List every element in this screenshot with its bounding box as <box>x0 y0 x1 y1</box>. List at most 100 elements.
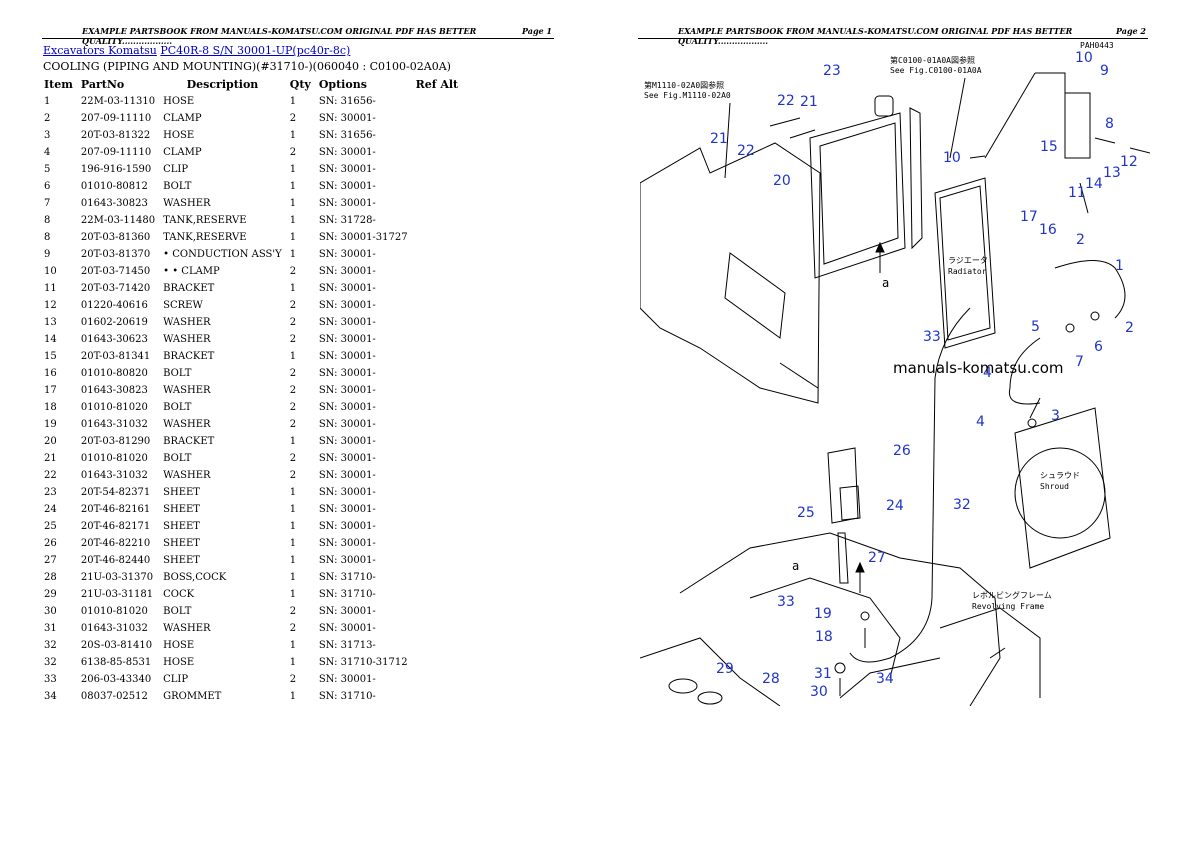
cell-refalt <box>412 399 463 416</box>
cell-description: CLIP <box>163 164 189 175</box>
cell-qty: 2 <box>289 453 297 464</box>
cell-partno: 01643-31032 <box>80 623 148 634</box>
cell-qty: 1 <box>289 96 297 107</box>
callout-number: 32 <box>953 497 971 513</box>
cell-qty: 1 <box>289 572 297 583</box>
cell-partno: 21U-03-31370 <box>80 572 154 583</box>
cell-description: BOLT <box>163 402 192 413</box>
cell-options: SN: 31713- <box>318 640 376 651</box>
cell-refalt <box>412 620 463 637</box>
cell-description: SHEET <box>163 521 200 532</box>
cell-options: SN: 30001- <box>318 385 376 396</box>
cell-refalt <box>412 671 463 688</box>
cell-item: 30 <box>44 606 57 617</box>
cell-description: WASHER <box>163 317 211 328</box>
cell-refalt <box>412 467 463 484</box>
cell-description: BOLT <box>163 181 192 192</box>
cell-qty: 2 <box>289 368 297 379</box>
callout-number: 9 <box>1100 63 1109 79</box>
cell-options: SN: 30001- <box>318 453 376 464</box>
cell-qty: 1 <box>289 198 297 209</box>
cell-refalt <box>412 127 463 144</box>
cell-qty: 1 <box>289 181 297 192</box>
cell-description: HOSE <box>163 96 195 107</box>
col-refalt-header: Ref Alt <box>415 78 459 91</box>
radiator-label: Radiator <box>948 267 987 276</box>
frame-label: Revolving Frame <box>972 602 1044 611</box>
cell-refalt <box>412 552 463 569</box>
callout-number: 16 <box>1039 222 1057 238</box>
cell-options: SN: 30001- <box>318 300 376 311</box>
reserve-tank-cap <box>874 95 894 117</box>
callout-number: 21 <box>710 131 728 147</box>
cell-partno: 20T-03-81360 <box>80 232 151 243</box>
cell-item: 20 <box>44 436 57 447</box>
callout-number: 7 <box>1075 354 1084 370</box>
cell-partno: 01010-81020 <box>80 606 148 617</box>
cell-refalt <box>412 246 463 263</box>
cell-refalt <box>412 603 463 620</box>
callout-number: 26 <box>893 443 911 459</box>
radiator <box>934 177 996 349</box>
cell-refalt <box>412 93 463 110</box>
cell-refalt <box>412 212 463 229</box>
cell-item: 6 <box>44 181 51 192</box>
cell-partno: 20T-03-81290 <box>80 436 151 447</box>
cell-refalt <box>412 178 463 195</box>
cell-refalt <box>412 586 463 603</box>
cell-description: CLAMP <box>163 113 202 124</box>
cell-item: 3 <box>44 130 51 141</box>
cell-partno: 206-03-43340 <box>80 674 152 685</box>
cell-description: CLAMP <box>163 147 202 158</box>
col-partno-header: PartNo <box>80 78 125 91</box>
breadcrumb-link-model[interactable]: PC40R-8 S/N 30001-UP(pc40r-8c) <box>160 44 351 57</box>
cell-options: SN: 31656- <box>318 96 376 107</box>
cell-refalt <box>412 263 463 280</box>
cell-refalt <box>412 450 463 467</box>
cell-options: SN: 30001- <box>318 436 376 447</box>
frame-label-jp: レボルビングフレーム <box>972 590 1052 600</box>
shroud <box>1014 407 1111 569</box>
cell-partno: 01643-30623 <box>80 334 148 345</box>
page-1: EXAMPLE PARTSBOOK FROM MANUALS-KOMATSU.C… <box>40 26 554 702</box>
cell-qty: 2 <box>289 674 297 685</box>
cell-item: 7 <box>44 198 51 209</box>
reference-a-label: a <box>792 559 799 573</box>
cell-options: SN: 30001- <box>318 674 376 685</box>
cell-refalt <box>412 229 463 246</box>
cell-item: 8 <box>44 215 51 226</box>
col-options-header: Options <box>318 78 367 91</box>
cell-qty: 1 <box>289 555 297 566</box>
cell-qty: 1 <box>289 436 297 447</box>
lower-hose <box>1008 337 1041 405</box>
cell-description: SCREW <box>163 300 203 311</box>
shroud-label: Shroud <box>1040 482 1069 491</box>
callout-number: 5 <box>1031 319 1040 335</box>
page-header: EXAMPLE PARTSBOOK FROM MANUALS-KOMATSU.C… <box>42 26 554 46</box>
cell-partno: 01643-30823 <box>80 198 148 209</box>
col-qty-header: Qty <box>289 78 311 91</box>
cell-options: SN: 30001- <box>318 504 376 515</box>
cell-options: SN: 31656- <box>318 130 376 141</box>
revolving-frame <box>679 532 1001 706</box>
cell-description: WASHER <box>163 334 211 345</box>
cell-partno: 22M-03-11480 <box>80 215 156 226</box>
callout-number: 10 <box>943 150 961 166</box>
cell-description: BOLT <box>163 606 192 617</box>
cell-partno: 01010-81020 <box>80 402 148 413</box>
cell-qty: 2 <box>289 317 297 328</box>
breadcrumb-link-excavators[interactable]: Excavators Komatsu <box>43 44 157 57</box>
cell-refalt <box>412 569 463 586</box>
cell-options: SN: 31710- <box>318 572 376 583</box>
cell-refalt <box>412 365 463 382</box>
watermark: manuals-komatsu.com <box>893 359 1064 377</box>
cell-options: SN: 30001- <box>318 368 376 379</box>
cell-options: SN: 30001- <box>318 351 376 362</box>
